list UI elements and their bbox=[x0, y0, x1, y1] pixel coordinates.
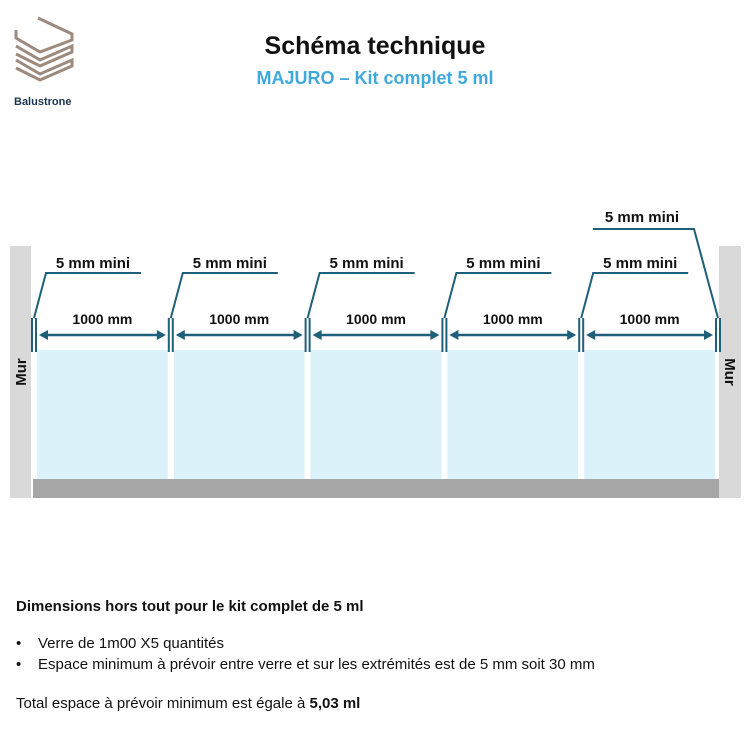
brand-name: Balustrone bbox=[14, 96, 72, 108]
arrow-right-icon bbox=[156, 330, 166, 340]
arrow-right-icon bbox=[430, 330, 440, 340]
arrow-left-icon bbox=[586, 330, 596, 340]
note-bullet: Espace minimum à prévoir entre verre et … bbox=[16, 656, 595, 673]
leader-line bbox=[443, 272, 552, 319]
leader-line bbox=[306, 272, 415, 319]
gap-label: 5 mm mini bbox=[603, 255, 677, 272]
glass-panel bbox=[447, 350, 579, 479]
total-line: Total espace à prévoir minimum est égale… bbox=[16, 695, 595, 712]
gap-label: 5 mm mini bbox=[330, 255, 404, 272]
glass-panel bbox=[173, 350, 305, 479]
gap-label: 5 mm mini bbox=[605, 209, 679, 226]
gap-label: 5 mm mini bbox=[56, 255, 130, 272]
wall-label-left: Mur bbox=[13, 358, 30, 386]
arrow-left-icon bbox=[175, 330, 185, 340]
glass-panel bbox=[310, 350, 442, 479]
panel-dimension-label: 1000 mm bbox=[346, 311, 406, 327]
note-bullet: Verre de 1m00 X5 quantités bbox=[16, 635, 595, 652]
wall-right bbox=[719, 246, 741, 498]
panel-dimension-label: 1000 mm bbox=[72, 311, 132, 327]
arrow-right-icon bbox=[567, 330, 577, 340]
gap-label: 5 mm mini bbox=[193, 255, 267, 272]
glass-panel bbox=[37, 350, 168, 479]
page-subtitle: MAJURO – Kit complet 5 ml bbox=[256, 68, 494, 88]
wall-label-right: Mur bbox=[721, 358, 738, 386]
leader-line bbox=[169, 272, 278, 319]
leader-line bbox=[593, 228, 719, 319]
panel-dimension-label: 1000 mm bbox=[620, 311, 680, 327]
wall-left bbox=[10, 246, 31, 498]
base-floor bbox=[33, 479, 719, 498]
total-prefix: Total espace à prévoir minimum est égale… bbox=[16, 695, 310, 712]
gap-label: 5 mm mini bbox=[466, 255, 540, 272]
glass-panel bbox=[584, 350, 715, 479]
arrow-right-icon bbox=[704, 330, 713, 340]
notes-heading: Dimensions hors tout pour le kit complet… bbox=[16, 598, 364, 615]
leader-line bbox=[580, 272, 689, 319]
notes: Dimensions hors tout pour le kit complet… bbox=[16, 598, 595, 712]
arrow-left-icon bbox=[449, 330, 459, 340]
arrow-right-icon bbox=[293, 330, 303, 340]
total-value: 5,03 ml bbox=[309, 695, 361, 712]
page-title: Schéma technique bbox=[264, 32, 486, 60]
panel-dimension-label: 1000 mm bbox=[209, 311, 269, 327]
arrow-left-icon bbox=[312, 330, 322, 340]
arrow-left-icon bbox=[39, 330, 48, 340]
panel-dimension-label: 1000 mm bbox=[483, 311, 543, 327]
leader-line bbox=[33, 272, 141, 319]
logo-icon bbox=[14, 16, 74, 82]
